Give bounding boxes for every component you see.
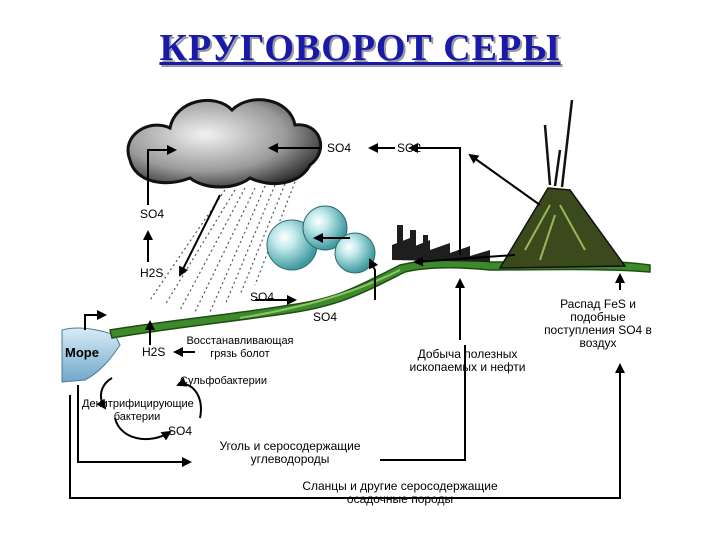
h2s-upper-label: H2S <box>140 266 164 280</box>
denitrifying-label: Денитрифицирующие бактерии <box>82 398 194 423</box>
sea-label: Море <box>65 345 99 360</box>
so2-label: SO2 <box>397 141 422 155</box>
so4-left-label: SO4 <box>140 207 165 221</box>
arrow-icon <box>69 143 625 499</box>
bubbles-icon <box>266 205 376 274</box>
ground-slope <box>109 258 651 339</box>
mining-label: Добыча полезных ископаемых и нефти <box>409 347 526 374</box>
factory-icon <box>392 225 490 262</box>
shale-label: Сланцы и другие серосодержащие осадочные… <box>302 479 498 506</box>
sea-shape <box>61 327 121 383</box>
coal-label: Уголь и серосодержащие углеводороды <box>219 439 361 466</box>
page-title: КРУГОВОРОТ СЕРЫ <box>159 27 561 69</box>
so4-rain-label: SO4 <box>250 290 275 304</box>
fes-decay-label: Распад FeS и подобные поступления SO4 в … <box>544 297 652 350</box>
volcano-icon <box>498 99 627 269</box>
so4-cloud-label: SO4 <box>327 141 352 155</box>
so4-bottom-label: SO4 <box>168 424 193 438</box>
sulfobacteria-label: Сульфобактерии <box>180 375 268 387</box>
mud-label: Восстанавливающая грязь болот <box>186 335 294 360</box>
cloud-icon <box>126 98 323 189</box>
h2s-lower-label: H2S <box>142 345 166 359</box>
so4-ground-label: SO4 <box>313 310 338 324</box>
